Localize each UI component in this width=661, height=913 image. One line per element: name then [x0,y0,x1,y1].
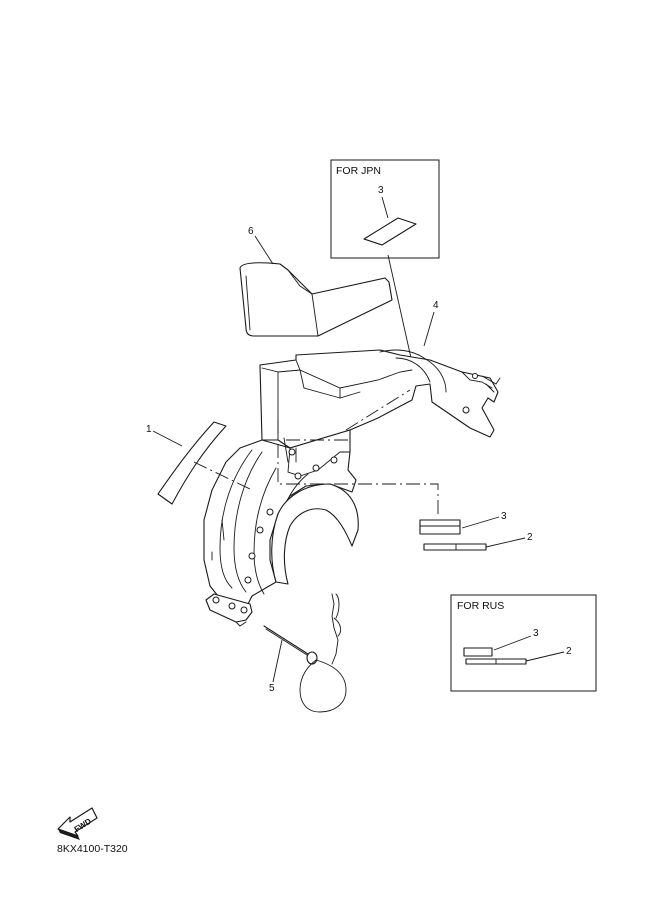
rus-inset-box: FOR RUS 3 2 [450,594,597,692]
part-3-decal-main [419,519,461,535]
callout-2-main: 2 [527,532,533,543]
main-fender-body [203,429,359,607]
fwd-arrow-icon: FWD [57,807,99,840]
diagram-code: 8KX4100-T320 [57,843,128,855]
part-6-pad [239,262,393,337]
jpn-label-decal [363,217,417,246]
part-1-decal [157,421,227,505]
callout-5: 5 [269,683,275,694]
callout-6: 6 [248,226,254,237]
callout-4: 4 [433,300,439,311]
part-4-housing [259,349,501,449]
jpn-box-title: FOR JPN [336,165,381,177]
callout-3-jpn: 3 [378,185,384,196]
callout-3-main: 3 [501,511,507,522]
callout-1: 1 [146,424,152,435]
rus-box-title: FOR RUS [457,600,504,612]
hinge-bracket [205,593,253,627]
jpn-inset-box: FOR JPN 3 [330,159,440,259]
part-5-pin [263,593,347,713]
callout-3-rus: 3 [533,628,539,639]
callout-2-rus: 2 [566,646,572,657]
part-2-decal-main [423,543,487,551]
